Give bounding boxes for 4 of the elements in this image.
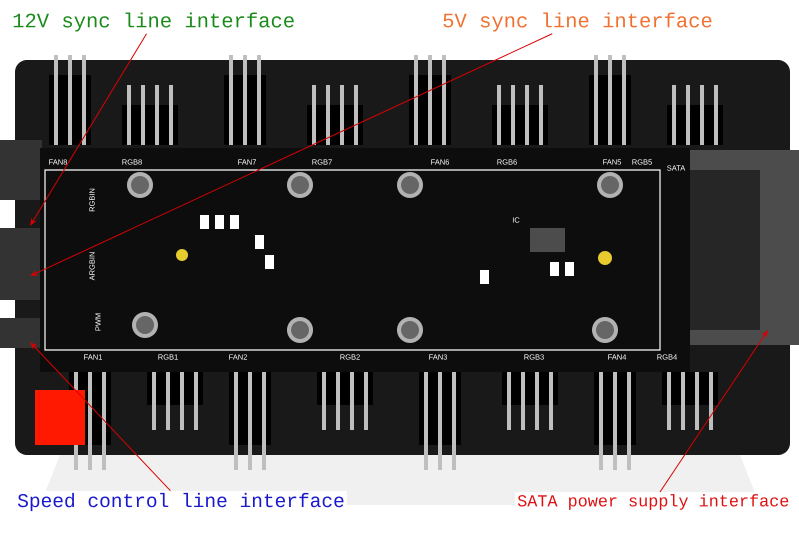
callout-label: SATA power supply interface [515,492,792,512]
callout-label: 5V sync line interface [440,10,715,34]
callout-label: 12V sync line interface [10,10,298,34]
callout-label: Speed control line interface [15,490,347,514]
